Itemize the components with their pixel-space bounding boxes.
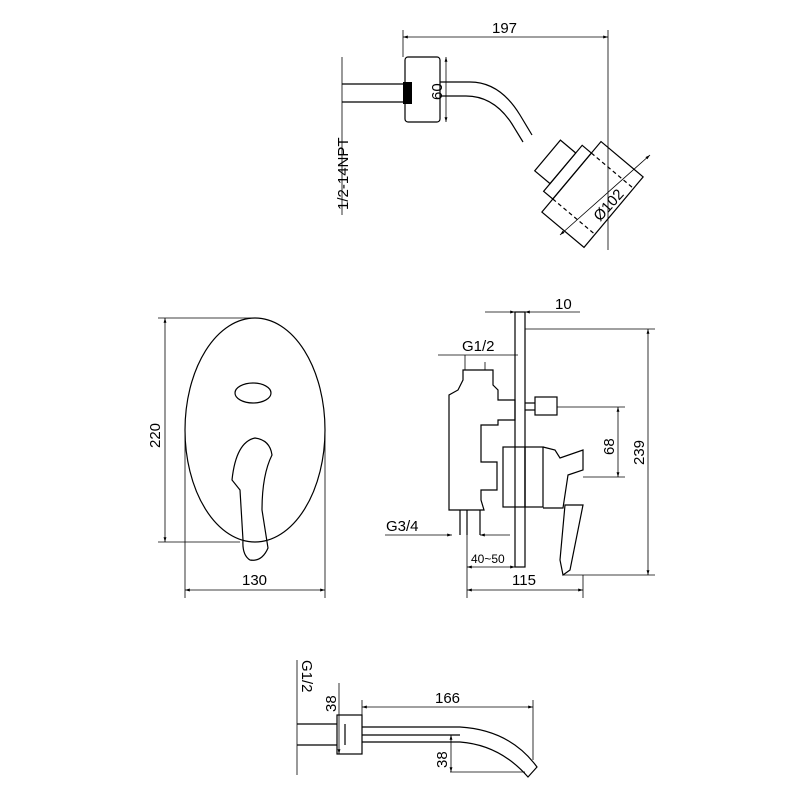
dim-flange: 60 [429,83,446,100]
dim-spout-length: 166 [435,690,460,707]
dim-outlet: G3/4 [386,518,419,535]
wall-plate [514,311,526,568]
dim-plate: 10 [555,296,572,313]
dim-depth: 115 [512,572,536,589]
wall-connector [403,82,412,104]
front-view: 220 130 [147,317,326,598]
diverter-knob [234,382,272,404]
dim-spout-flange: 38 [323,695,340,712]
dim-spout-thread: G1/2 [298,660,315,693]
spout-flange [336,714,363,755]
side-lever [559,504,584,577]
shower-head [533,139,644,249]
side-view: G1/2 10 239 68 G3/4 40~50 115 [385,296,655,598]
dim-inlet: G1/2 [462,338,495,355]
spout-view: G1/2 38 166 38 [296,660,538,778]
dim-thread: 1/2-14NPT [335,137,352,210]
shower-head-view: 197 60 1/2-14NPT Ø102 [335,20,651,250]
valve-body [448,369,516,511]
dim-shower-width: 197 [492,20,517,37]
dim-diameter: Ø102 [590,186,627,225]
dim-front-width: 130 [242,572,267,589]
dim-side-height: 239 [631,440,648,465]
dim-spout-drop: 38 [434,751,451,768]
dim-depth-range: 40~50 [471,552,505,566]
dim-outlet-spacing: 68 [601,438,618,455]
wall-flange [404,56,441,123]
dim-front-height: 220 [147,423,164,448]
lever-handle [231,437,273,561]
